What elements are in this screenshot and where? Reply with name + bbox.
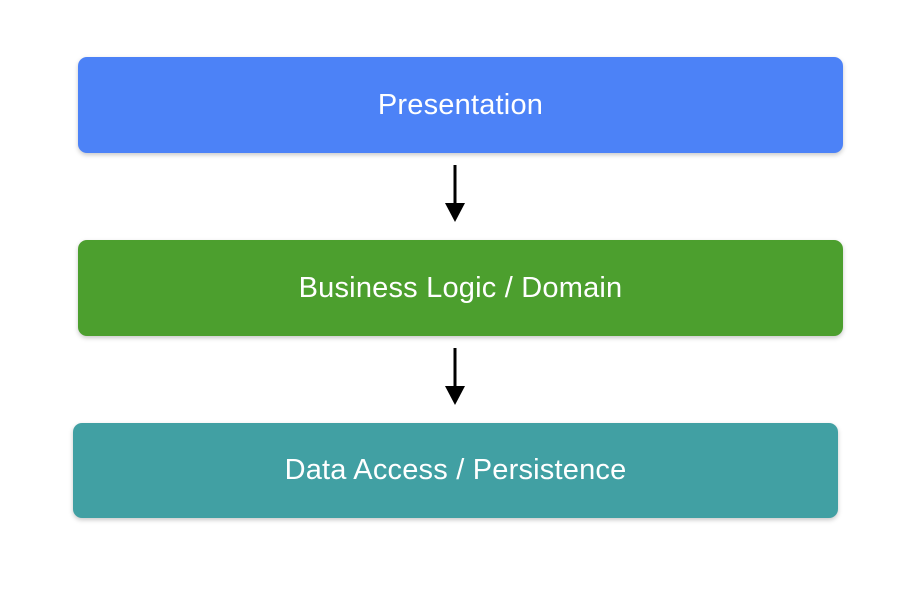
- layer-label-data-access: Data Access / Persistence: [284, 454, 627, 486]
- layer-box-presentation[interactable]: Presentation: [78, 57, 843, 153]
- layer-box-business-logic[interactable]: Business Logic / Domain: [78, 240, 843, 336]
- arrow-business-to-data: [430, 348, 480, 408]
- layer-label-presentation: Presentation: [377, 88, 544, 121]
- layer-label-business-logic: Business Logic / Domain: [298, 271, 623, 304]
- layer-box-data-access[interactable]: Data Access / Persistence: [73, 423, 838, 518]
- arrow-down-icon: [445, 348, 465, 405]
- arrow-presentation-to-business: [430, 165, 480, 225]
- arrow-down-icon: [445, 165, 465, 222]
